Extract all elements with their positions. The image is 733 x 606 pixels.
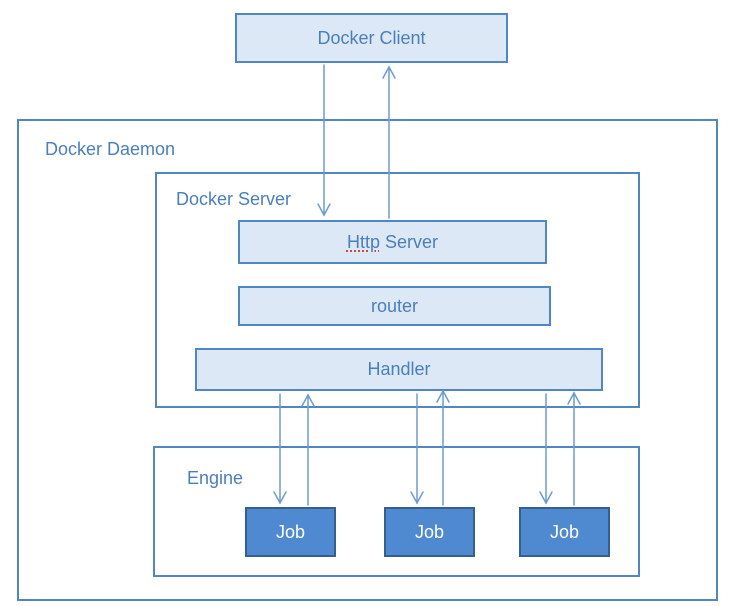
arrow-handler-to-job-2 [410,393,424,505]
job-label: Job [549,521,580,542]
engine-container [153,446,640,577]
arrow-handler-to-job-1 [273,393,287,505]
arrow-job-1-to-handler [301,393,315,506]
engine-label: Engine [187,468,244,488]
http-server-box: Http Server [238,220,547,264]
router-label: router [370,295,419,316]
job-box-1: Job [245,507,336,557]
job-box-3: Job [519,507,610,557]
http-server-word-http: Http [346,231,380,252]
arrow-client-to-server [317,64,331,217]
docker-daemon-label: Docker Daemon [45,139,176,159]
handler-label: Handler [367,359,431,379]
arrow-job-2-to-handler [436,389,450,506]
http-server-word-server: Server [379,231,439,252]
arrow-handler-to-job-3 [539,393,553,505]
http-server-label: Http Server [347,232,438,253]
router-box: router [238,286,551,326]
job-box-2: Job [384,507,475,557]
docker-server-container [155,172,640,408]
docker-client-box: Docker Client [235,13,508,63]
arrow-server-to-client [382,65,396,219]
job-label: Job [275,521,306,542]
docker-client-label: Docker Client [317,27,426,48]
handler-box: Handler [195,348,603,391]
job-label: Job [414,521,445,542]
docker-server-label: Docker Server [176,189,292,209]
docker-daemon-container [17,119,718,601]
arrow-job-3-to-handler [567,391,581,506]
